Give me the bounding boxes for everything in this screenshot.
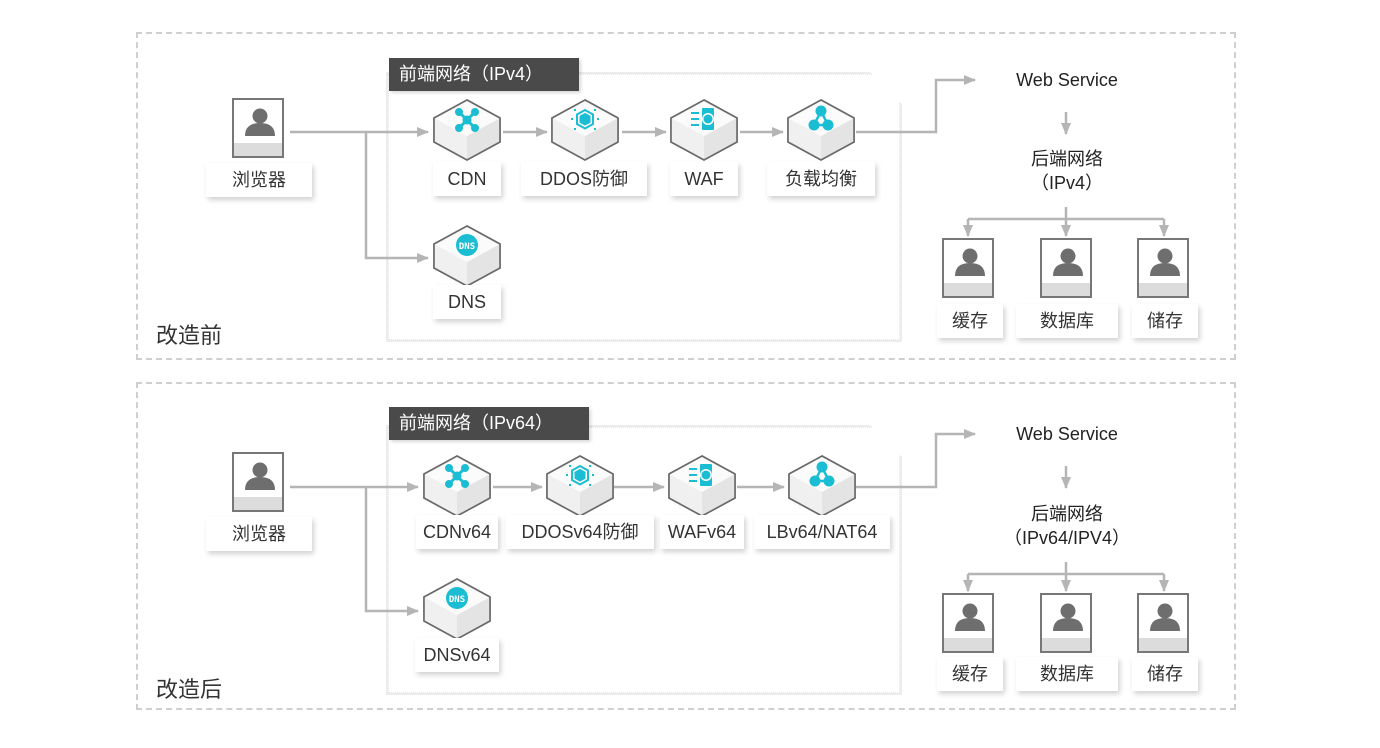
frontend-network-label: 前端网络（IPv64）	[389, 407, 589, 440]
load-balancer-label: 负载均衡	[767, 162, 875, 196]
svg-text:DNS: DNS	[459, 242, 475, 252]
ddos-label: DDOS防御	[521, 162, 647, 196]
waf-label: WAF	[670, 162, 738, 196]
database-icon	[1040, 593, 1092, 653]
waf-label: WAFv64	[660, 515, 744, 549]
database-icon	[1040, 238, 1092, 298]
waf-icon	[689, 464, 712, 486]
ddos-node[interactable]	[550, 98, 620, 162]
cache-icon	[942, 238, 994, 298]
cdn-icon	[455, 108, 479, 132]
browser-label: 浏览器	[206, 163, 312, 197]
section-before	[136, 32, 1236, 360]
dns-node[interactable]: DNS	[422, 577, 492, 641]
section-title-before: 改造前	[156, 323, 223, 348]
dns-icon: DNS	[446, 587, 468, 609]
cdn-icon	[445, 464, 469, 488]
user-icon	[955, 603, 985, 631]
user-icon	[1053, 603, 1083, 631]
cdn-node[interactable]	[432, 98, 502, 162]
cdn-label: CDNv64	[416, 515, 498, 549]
storage-icon	[1137, 593, 1189, 653]
browser-label: 浏览器	[206, 517, 312, 551]
database-label: 数据库	[1016, 657, 1118, 691]
load-balancer-icon	[809, 461, 835, 487]
cache-label: 缓存	[937, 657, 1003, 691]
user-icon	[245, 462, 275, 490]
section-after	[136, 382, 1236, 710]
browser-icon	[232, 452, 284, 512]
storage-label: 储存	[1132, 657, 1198, 691]
ddos-node[interactable]	[545, 454, 615, 518]
load-balancer-icon	[808, 105, 834, 131]
waf-node[interactable]	[667, 454, 737, 518]
backend-network-box: 后端网络 （IPv4）	[978, 137, 1156, 205]
section-title-after: 改造后	[156, 677, 223, 702]
waf-icon	[691, 108, 714, 130]
dns-label: DNSv64	[415, 638, 499, 672]
dns-icon: DNS	[456, 234, 478, 256]
cdn-label: CDN	[433, 162, 501, 196]
storage-label: 储存	[1132, 304, 1198, 338]
database-label: 数据库	[1016, 304, 1118, 338]
cache-label: 缓存	[937, 304, 1003, 338]
backend-network-protocol: （IPv4）	[1030, 173, 1104, 193]
load-balancer-node[interactable]	[787, 454, 857, 518]
backend-network-protocol: （IPv64/IPV4）	[1003, 528, 1131, 548]
load-balancer-label: LBv64/NAT64	[754, 515, 890, 549]
dns-node[interactable]: DNS	[432, 224, 502, 288]
ddos-shield-icon	[571, 108, 599, 130]
dns-label: DNS	[433, 285, 501, 319]
load-balancer-node[interactable]	[786, 98, 856, 162]
cdn-node[interactable]	[422, 454, 492, 518]
user-icon	[1150, 603, 1180, 631]
ddos-label: DDOSv64防御	[506, 515, 654, 549]
web-service-box[interactable]: Web Service	[978, 404, 1156, 464]
waf-node[interactable]	[669, 98, 739, 162]
backend-network-title: 后端网络	[1031, 149, 1103, 169]
svg-text:DNS: DNS	[449, 595, 465, 605]
browser-icon	[232, 98, 284, 158]
cache-icon	[942, 593, 994, 653]
ddos-shield-icon	[566, 464, 594, 486]
storage-icon	[1137, 238, 1189, 298]
backend-network-box: 后端网络 （IPv64/IPV4）	[978, 492, 1156, 560]
backend-network-title: 后端网络	[1031, 504, 1103, 524]
frontend-network-label: 前端网络（IPv4）	[389, 58, 579, 91]
web-service-box[interactable]: Web Service	[978, 50, 1156, 110]
